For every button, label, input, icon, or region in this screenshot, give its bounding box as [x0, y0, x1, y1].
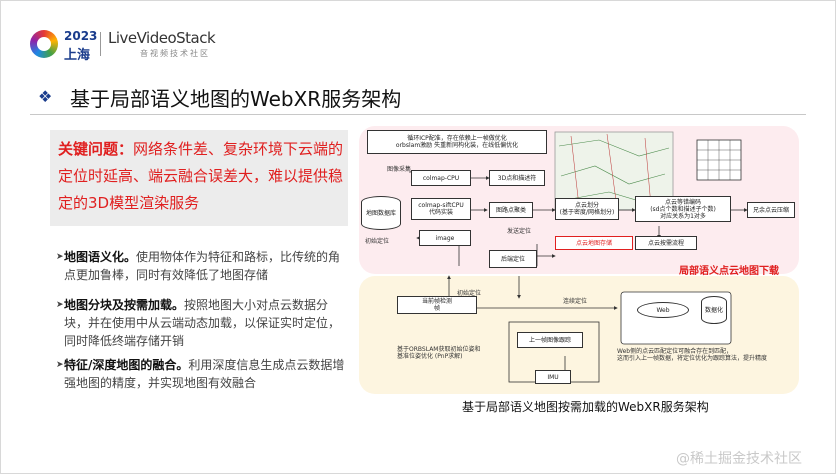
- key-problem-body: 网络条件差、复杂环境下云端的定位时延高、端云融合误差大，难以提供稳定的3D模型渲…: [58, 140, 344, 212]
- bullet-body: 使用物体作为特征和路标，比传统的角点更加鲁棒，同时有效降低了地图存储: [64, 250, 341, 282]
- logo-year: 2023: [64, 29, 98, 43]
- node-pointcloud-division: 点云划分 (基于密度/网格划分): [555, 198, 619, 220]
- bullet-item: ➤ 特征/深度地图的融合。利用深度信息生成点云数据增强地图的精度，并实现地图有效…: [56, 356, 349, 392]
- label-image-collect: 图像采集: [387, 166, 412, 173]
- node-map-database: 地图数据库: [361, 196, 401, 230]
- diagram-caption: 基于局部语义地图按需加载的WebXR服务架构: [462, 400, 709, 414]
- node-pointcloud-stream: 点云按需流程: [635, 236, 697, 250]
- node-colmap-cpu: colmap-CPU: [411, 170, 471, 186]
- node-pointcloud-compress: 兄余点云压缩: [747, 202, 795, 218]
- node-image: image: [419, 230, 471, 246]
- key-problem-label: 关键问题：: [58, 140, 134, 158]
- bullet-body: 按照地图大小对点云数据分块，并在使用中从云端动态加载，以保证实时定位，同时降低终…: [64, 298, 341, 348]
- node-imu: IMU: [535, 370, 571, 384]
- node-backend-locate: 后端定位: [489, 250, 537, 268]
- node-current-frame: 当前帧检测 帧: [397, 296, 477, 314]
- node-prev-frame-track: 上一帧图像跟踪: [517, 332, 583, 348]
- architecture-diagram: 循环ICP配准，存在依赖上一帧做优化 orbslam激励 失重新同构化装，在线低…: [359, 126, 799, 394]
- label-initial-locate-2: 初始定位: [457, 290, 482, 297]
- logo-divider: [100, 32, 101, 56]
- bullet-heading: 地图分块及按需加载。: [64, 298, 185, 312]
- bullet-item: ➤ 地图语义化。使用物体作为特征和路标，比传统的角点更加鲁棒，同时有效降低了地图…: [56, 248, 349, 284]
- node-data-model: 数据化: [701, 296, 727, 324]
- bullet-item: ➤ 地图分块及按需加载。按照地图大小对点云数据分块，并在使用中从云端动态加载，以…: [56, 296, 349, 350]
- node-pointcloud-store: 点云地图存储: [555, 236, 633, 250]
- title-divider: [30, 114, 806, 115]
- bullet-heading: 地图语义化。: [64, 250, 137, 264]
- node-3d-points-descriptors: 3D点和描述符: [489, 170, 545, 186]
- arrow-bullet-icon: ➤: [56, 300, 64, 310]
- node-cluster: 图路点聚类: [489, 202, 533, 218]
- bullet-body: 利用深度信息生成点云数据增强地图的精度，并实现地图有效融合: [64, 358, 345, 390]
- page-title: 基于局部语义地图的WebXR服务架构: [70, 87, 402, 111]
- node-colmap-sift: colmap-siftCPU 代码实装: [411, 198, 471, 220]
- brand-name: LiveVideoStack: [108, 29, 216, 47]
- label-web-note: Web侧的点云匹配定位可融合存在到匹配， 这而引入上一帧数据，将定位优化为跟踪算…: [617, 348, 768, 362]
- label-continuous-locate: 连续定位: [563, 298, 588, 305]
- arrow-bullet-icon: ➤: [56, 252, 64, 262]
- conference-logo-icon: [30, 30, 58, 58]
- key-problem-text: 关键问题：网络条件差、复杂环境下云端的定位时延高、端云融合误差大，难以提供稳定的…: [58, 136, 344, 217]
- node-web: Web: [637, 302, 689, 318]
- label-local-map-download: 局部语义点云地图下载: [679, 266, 779, 277]
- bullet-heading: 特征/深度地图的融合。: [64, 358, 189, 372]
- watermark: @稀土掘金技术社区: [676, 451, 802, 467]
- node-pointcloud-encoding: 点云等错编码 (sd点个数和描述子个数) 对应关系为1对多: [635, 196, 731, 222]
- label-orbslam-note: 基于ORBSLAM获取初始位姿和 基准位姿优化 (PnP求解): [397, 346, 481, 360]
- arrow-bullet-icon: ➤: [56, 360, 64, 370]
- label-initial-locate: 初始定位: [365, 238, 390, 245]
- logo-city: 上海: [64, 48, 91, 63]
- key-problem-box: 关键问题：网络条件差、复杂环境下云端的定位时延高、端云融合误差大，难以提供稳定的…: [50, 130, 348, 226]
- label-send-locate: 发送定位: [507, 228, 532, 235]
- node-loop-optimization: 循环ICP配准，存在依赖上一帧做优化 orbslam激励 失重新同构化装，在线低…: [367, 130, 547, 154]
- diamond-bullet-icon: ❖: [38, 87, 53, 106]
- brand-subtitle: 音视频技术社区: [140, 49, 210, 58]
